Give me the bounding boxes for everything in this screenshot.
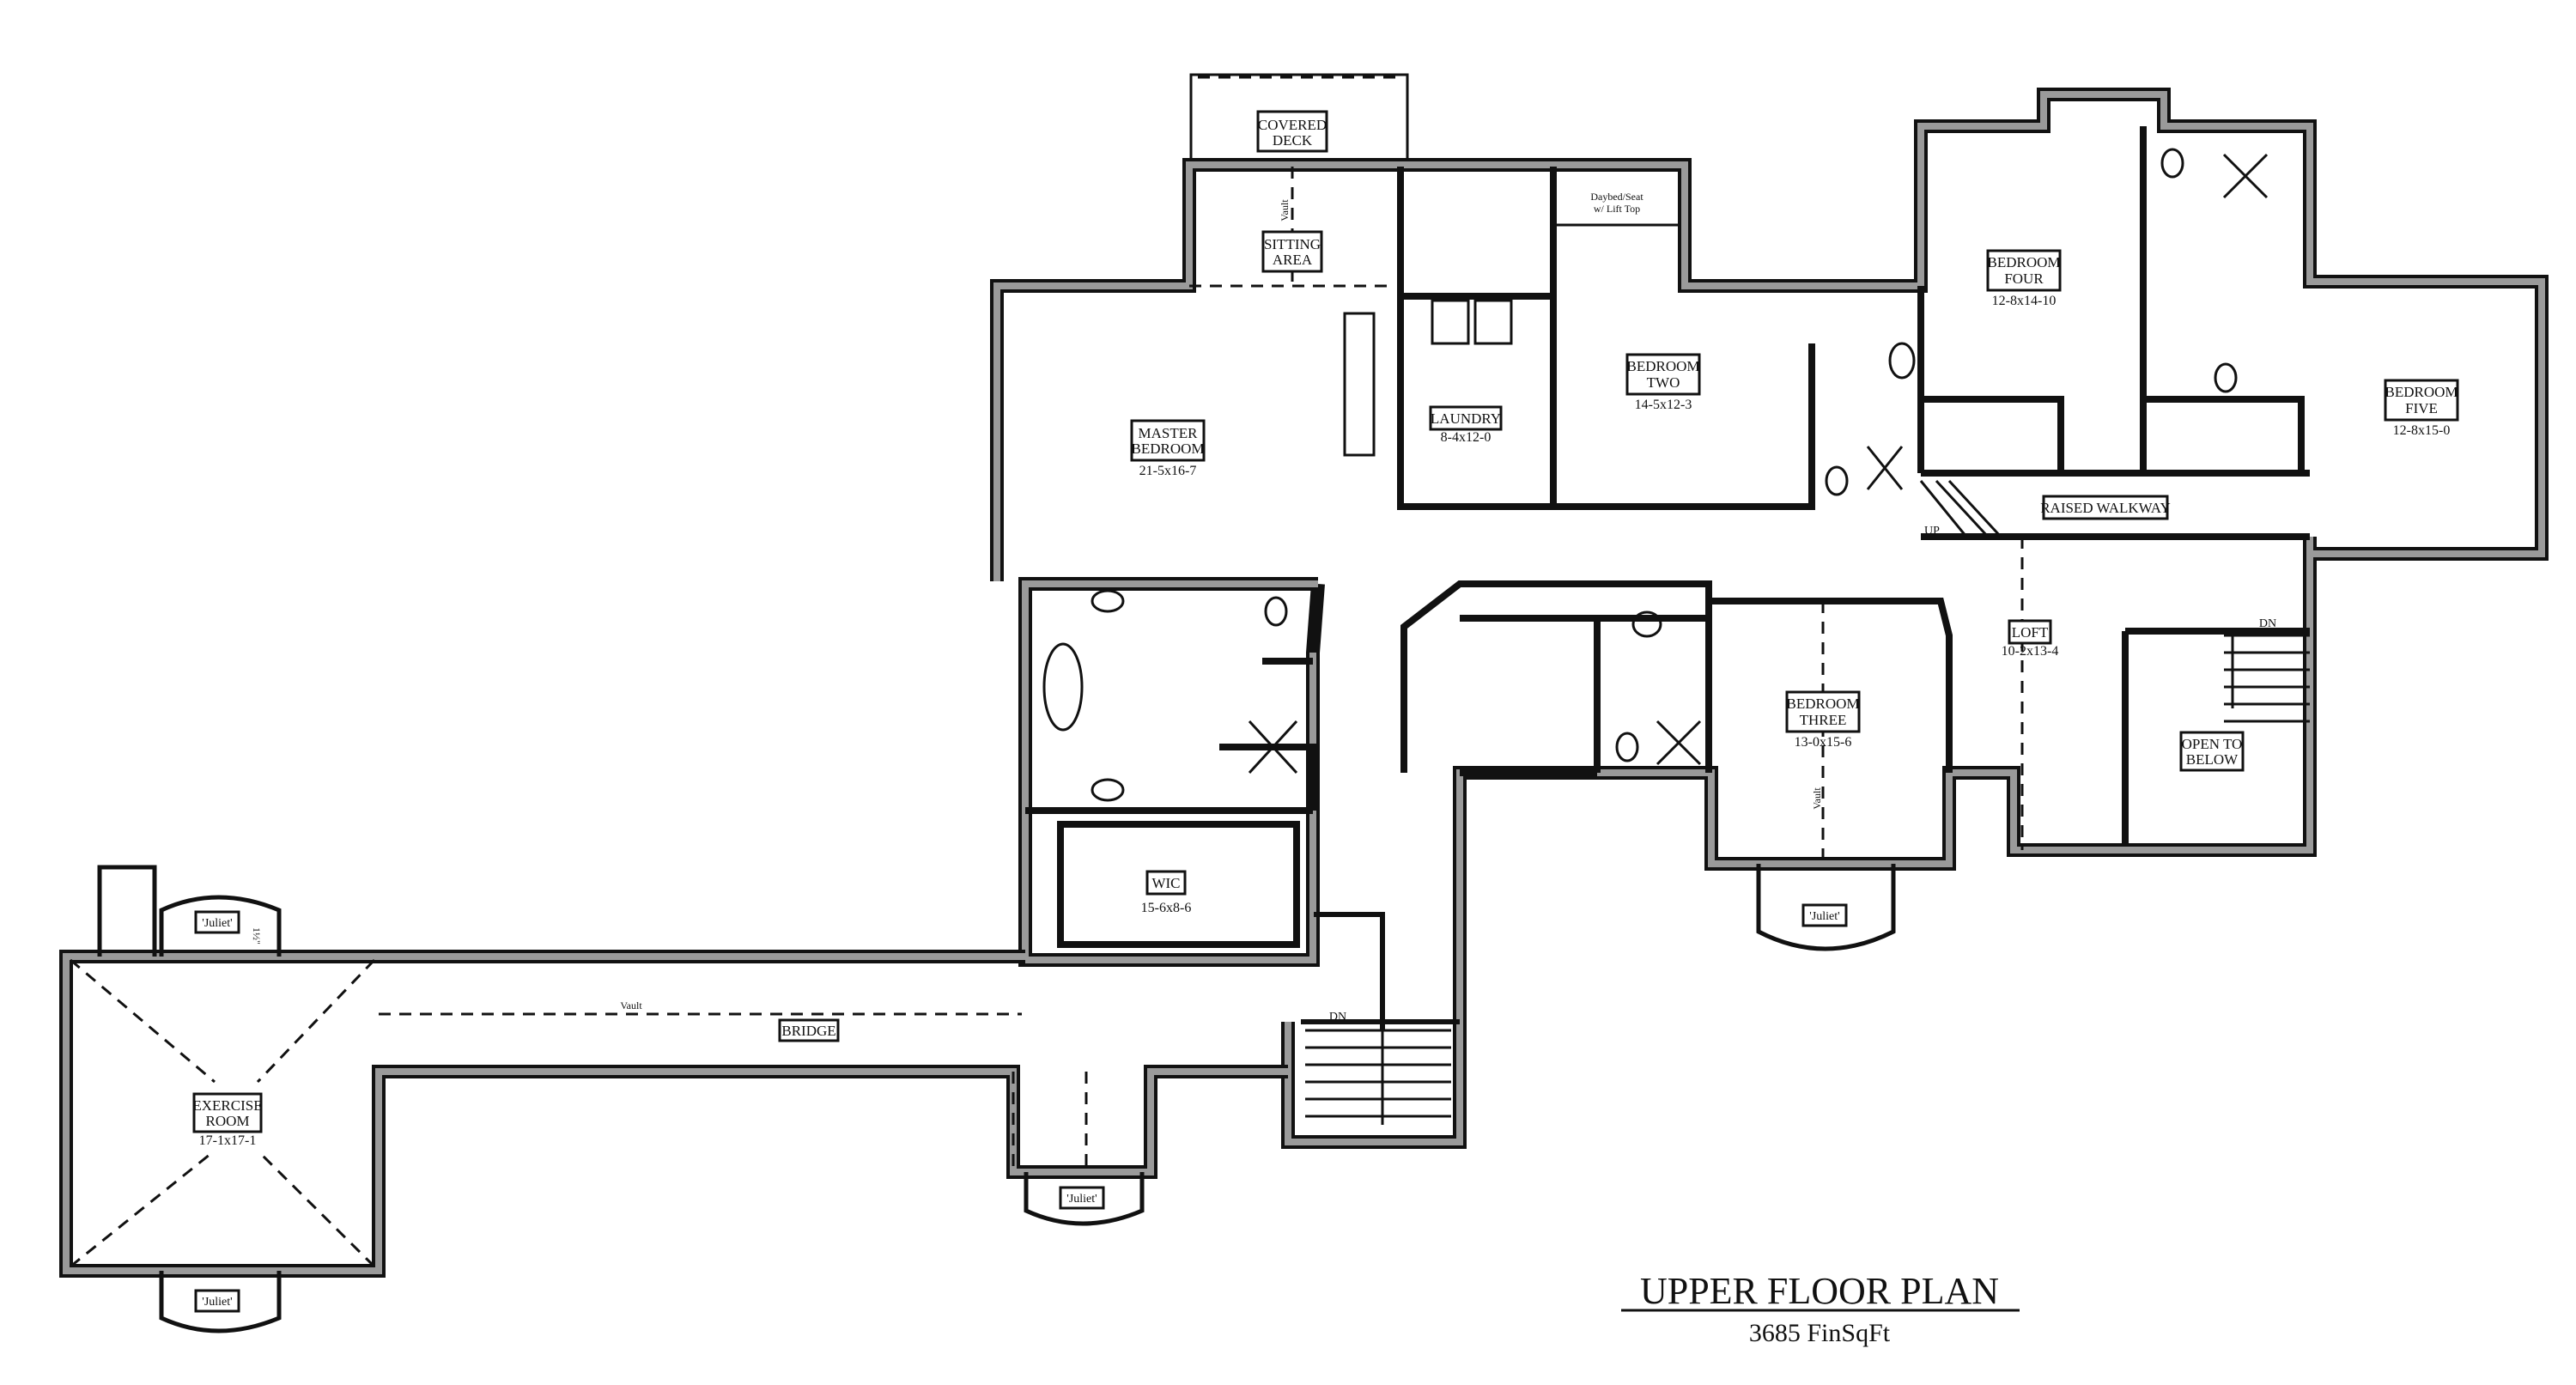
room-label-master-bedroom: MASTER BEDROOM 21-5x16-7 — [1130, 419, 1206, 478]
room-label-raised-walkway: RAISED WALKWAY — [2040, 495, 2171, 520]
juliet-label-exercise-north: 'Juliet' — [194, 910, 240, 934]
svg-text:COVERED: COVERED — [1258, 117, 1327, 133]
room-label-laundry: LAUNDRY 8-4x12-0 — [1429, 405, 1503, 445]
juliet-label-bridge: 'Juliet' — [1059, 1186, 1105, 1210]
svg-text:LAUNDRY: LAUNDRY — [1431, 410, 1501, 427]
stair-dn-label-main: DN — [1329, 1011, 1346, 1024]
daybed-seat-note: Daybed/Seat w/ Lift Top — [1556, 191, 1681, 227]
juliet-label-bedroom-three: 'Juliet' — [1801, 903, 1848, 927]
svg-text:ROOM: ROOM — [205, 1113, 249, 1129]
svg-text:w/ Lift Top: w/ Lift Top — [1594, 203, 1640, 215]
main-exterior-wall — [990, 88, 2549, 1149]
room-label-bedroom-five: BEDROOM FIVE 12-8x15-0 — [2384, 379, 2459, 438]
stair-up-label: UP — [1924, 525, 1940, 538]
bridge-exercise-wall — [59, 950, 1288, 1278]
vault-label-bridge: Vault — [620, 999, 642, 1011]
svg-text:21-5x16-7: 21-5x16-7 — [1139, 464, 1197, 478]
stair-dn-label-loft: DN — [2259, 617, 2276, 630]
svg-text:14-5x12-3: 14-5x12-3 — [1635, 398, 1692, 412]
svg-text:TWO: TWO — [1647, 374, 1680, 391]
vault-label-sitting: Vault — [1279, 199, 1291, 222]
svg-text:'Juliet': 'Juliet' — [202, 917, 232, 930]
svg-text:DECK: DECK — [1273, 132, 1313, 149]
svg-text:AREA: AREA — [1273, 252, 1313, 268]
room-label-covered-deck: COVERED DECK — [1256, 110, 1328, 153]
svg-text:Daybed/Seat: Daybed/Seat — [1590, 191, 1643, 203]
plan-title: UPPER FLOOR PLAN — [1640, 1270, 1999, 1312]
room-label-open-to-below: OPEN TO BELOW — [2179, 731, 2245, 772]
svg-text:BEDROOM: BEDROOM — [1786, 696, 1859, 712]
svg-text:BEDROOM: BEDROOM — [1626, 358, 1699, 374]
svg-text:WIC: WIC — [1151, 875, 1180, 891]
svg-text:'Juliet': 'Juliet' — [202, 1296, 232, 1309]
svg-text:10-2x13-4: 10-2x13-4 — [2002, 644, 2059, 659]
svg-text:BELOW: BELOW — [2186, 751, 2239, 768]
interior-walls — [1025, 126, 2310, 1030]
room-label-bedroom-three: BEDROOM THREE 13-0x15-6 — [1785, 690, 1861, 750]
half-inch-note: 1½" — [251, 927, 263, 945]
svg-text:8-4x12-0: 8-4x12-0 — [1441, 430, 1492, 445]
svg-text:MASTER: MASTER — [1139, 425, 1199, 441]
covered-deck-outline — [1189, 73, 1409, 167]
svg-text:'Juliet': 'Juliet' — [1809, 910, 1839, 923]
fixtures — [1042, 148, 2269, 802]
room-label-sitting-area: SITTING AREA — [1261, 230, 1323, 273]
svg-text:RAISED WALKWAY: RAISED WALKWAY — [2040, 500, 2171, 516]
room-label-bridge: BRIDGE — [778, 1018, 840, 1042]
ceiling-lines — [70, 167, 2024, 1268]
svg-text:EXERCISE: EXERCISE — [192, 1097, 262, 1114]
walls — [59, 73, 2549, 1333]
juliet-balconies — [97, 864, 1896, 1333]
svg-text:13-0x15-6: 13-0x15-6 — [1795, 735, 1852, 750]
svg-text:LOFT: LOFT — [2012, 624, 2049, 641]
svg-text:12-8x14-10: 12-8x14-10 — [1992, 294, 2057, 308]
stairs — [1305, 479, 2310, 1125]
svg-text:17-1x17-1: 17-1x17-1 — [199, 1133, 257, 1148]
svg-text:15-6x8-6: 15-6x8-6 — [1141, 901, 1192, 915]
svg-text:BEDROOM: BEDROOM — [2385, 384, 2458, 400]
plan-square-footage: 3685 FinSqFt — [1749, 1319, 1891, 1347]
svg-text:BEDROOM: BEDROOM — [1131, 440, 1204, 457]
svg-text:SITTING: SITTING — [1264, 236, 1321, 252]
svg-text:FIVE: FIVE — [2405, 400, 2438, 416]
room-label-exercise-room: EXERCISE ROOM 17-1x17-1 — [192, 1092, 263, 1148]
room-label-wic: WIC 15-6x8-6 — [1141, 870, 1192, 915]
svg-text:THREE: THREE — [1800, 712, 1847, 728]
vault-label-bedroom-three: Vault — [1811, 787, 1823, 810]
svg-text:FOUR: FOUR — [2004, 270, 2044, 287]
svg-text:'Juliet': 'Juliet' — [1066, 1193, 1097, 1206]
juliet-label-exercise-south: 'Juliet' — [194, 1289, 240, 1313]
room-label-bedroom-two: BEDROOM TWO 14-5x12-3 — [1625, 353, 1701, 412]
svg-text:OPEN TO: OPEN TO — [2182, 736, 2243, 752]
room-label-loft: LOFT 10-2x13-4 — [2002, 619, 2059, 659]
svg-text:BRIDGE: BRIDGE — [781, 1023, 835, 1039]
room-label-bedroom-four: BEDROOM FOUR 12-8x14-10 — [1986, 249, 2062, 308]
svg-text:BEDROOM: BEDROOM — [1987, 254, 2060, 270]
svg-text:12-8x15-0: 12-8x15-0 — [2393, 423, 2451, 438]
